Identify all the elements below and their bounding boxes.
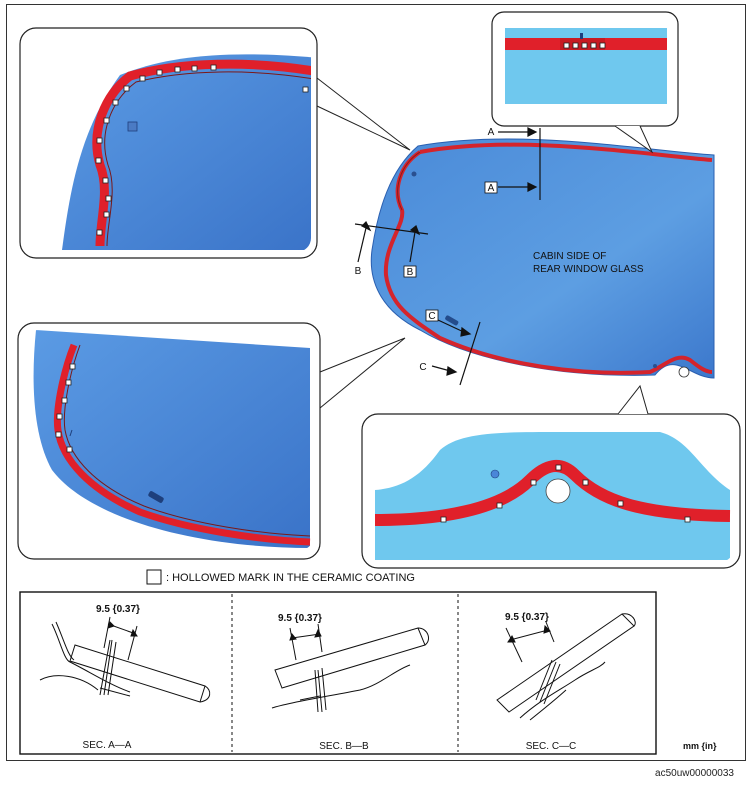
dimension-label: 9.5 {0.37} xyxy=(278,613,322,624)
callout-leader xyxy=(617,384,649,415)
section-label-b: B xyxy=(407,267,414,278)
section-c-detail xyxy=(496,613,636,721)
section-a-detail xyxy=(39,616,211,703)
callout-top-right xyxy=(491,11,679,127)
sec-c-caption: SEC. C—C xyxy=(526,741,577,752)
legend-label: : HOLLOWED MARK IN THE CERAMIC COATING xyxy=(166,572,415,584)
cabin-side-label: REAR WINDOW GLASS xyxy=(533,264,644,275)
section-label-c: C xyxy=(428,311,435,322)
section-line-b xyxy=(354,220,429,263)
glass-hole xyxy=(678,366,690,378)
figure-frame xyxy=(6,4,746,761)
rear-window-glass xyxy=(370,138,715,379)
section-label-a: A xyxy=(488,127,495,138)
clip-mark xyxy=(653,364,657,368)
sec-a-caption: SEC. A—A xyxy=(83,740,132,751)
units-label: mm {in} xyxy=(683,741,717,751)
dimension-label: 9.5 {0.37} xyxy=(505,612,549,623)
section-label-c: C xyxy=(419,362,426,373)
figure-id: ac50uw00000033 xyxy=(655,768,734,779)
cabin-side-label: CABIN SIDE OF xyxy=(533,251,606,262)
section-b-detail xyxy=(271,623,429,713)
section-line-a xyxy=(498,127,541,200)
clip-mark xyxy=(411,171,417,177)
callout-middle-left xyxy=(17,322,321,560)
callout-leader xyxy=(319,337,406,409)
callout-leader xyxy=(614,125,654,154)
callout-top-left xyxy=(19,27,318,259)
bracket-mark xyxy=(445,315,459,326)
hollowed-mark-legend-icon xyxy=(146,569,162,585)
section-label-b: B xyxy=(355,266,362,277)
callout-leader xyxy=(316,77,411,151)
section-label-a: A xyxy=(488,183,495,194)
callout-bottom-right xyxy=(361,413,741,569)
section-line-c xyxy=(431,319,481,386)
dimension-label: 9.5 {0.37} xyxy=(96,604,140,615)
sec-b-caption: SEC. B—B xyxy=(319,741,369,752)
